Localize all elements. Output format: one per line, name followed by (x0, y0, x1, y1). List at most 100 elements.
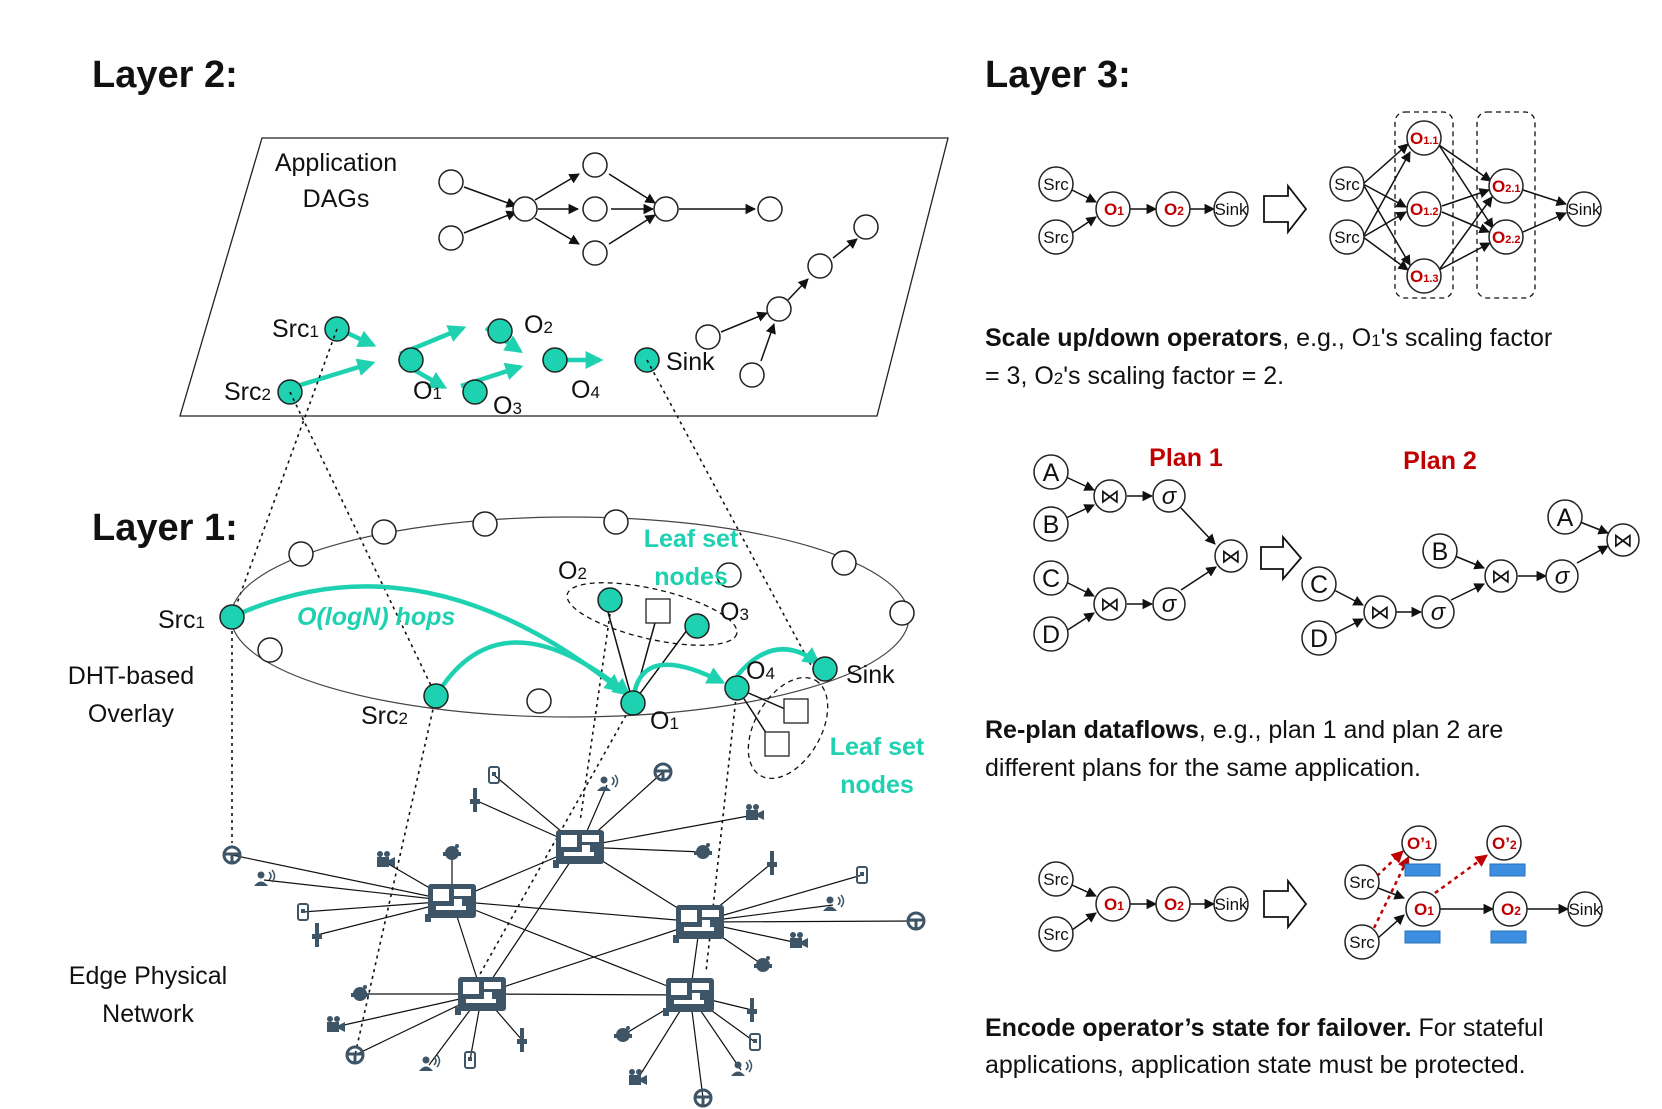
scale-o2-label: O (1164, 200, 1177, 219)
svg-text:O4: O4 (746, 657, 775, 685)
phone-icon (464, 1051, 476, 1069)
scale-o22-sub: 2.2 (1505, 234, 1520, 246)
svg-text:O’1: O’1 (1407, 834, 1432, 853)
failover-o1-label: O (1104, 895, 1117, 914)
plan1-b-label: B (1043, 511, 1060, 539)
svg-text:= 3, O2's scaling factor = 2.: = 3, O2's scaling factor = 2. (985, 362, 1284, 390)
join-symbol: ⋈ (1613, 530, 1633, 552)
svg-text:O2: O2 (1501, 900, 1521, 919)
svg-text:O2: O2 (524, 311, 553, 339)
background-dag-1 (438, 152, 783, 266)
scale-caption-text: , e.g., O (1282, 324, 1371, 352)
sigma-symbol: σ (1431, 599, 1447, 626)
failover-after-o1-sub: 1 (1427, 904, 1434, 918)
gateway-device-icon (455, 977, 506, 1015)
l1-o2-label: O (558, 557, 577, 585)
failover-after-o2-label: O (1501, 900, 1514, 919)
scale-o13-label: O (1410, 267, 1423, 286)
transform-arrow-icon (1260, 534, 1303, 582)
scale-caption-sub: 1 (1371, 331, 1380, 350)
sensor-icon (470, 788, 480, 812)
video-camera-icon (629, 1069, 647, 1085)
svg-text:O1: O1 (650, 707, 679, 735)
l1-o1-label: O (650, 707, 669, 735)
l1-sink-label: Sink (846, 661, 895, 689)
failover-o2-sub: 2 (1177, 899, 1184, 913)
join-symbol: ⋈ (1100, 594, 1120, 616)
scale-o22-label: O (1492, 228, 1505, 247)
svg-text:O4: O4 (571, 376, 600, 404)
transform-arrow-icon (1263, 183, 1308, 235)
edge-network-devices (222, 762, 926, 1108)
dome-camera-icon (351, 985, 369, 1001)
sigma-symbol: σ (1162, 483, 1178, 510)
leaf-set-o4 (747, 676, 829, 780)
l1-o4-label: O (746, 657, 765, 685)
failover-after-o2-sub: 2 (1514, 904, 1521, 918)
leaf-links (607, 598, 809, 757)
svg-text:O2: O2 (558, 557, 587, 585)
plan2-graph (1301, 499, 1640, 656)
l1-o3-sub: 3 (739, 605, 748, 624)
app-dags-label-line2: DAGs (303, 185, 370, 213)
app-dags-label-line1: Application (275, 149, 397, 177)
scale-caption-text: 's scaling factor (1381, 324, 1553, 352)
l2-o4-label: O (571, 376, 590, 404)
dome-camera-icon (754, 956, 772, 972)
plan2-b-label: B (1432, 538, 1449, 566)
scale-caption-bold: Scale up/down operators (985, 324, 1282, 352)
scale-o11-label: O (1410, 129, 1423, 148)
scale-src-label: Src (1043, 228, 1069, 247)
gateway-device-icon (673, 905, 724, 943)
replan-caption-line2: different plans for the same application… (985, 754, 1421, 782)
l1-o2-sub: 2 (577, 564, 586, 583)
l2-src1-label: Src (272, 315, 310, 343)
scale-o12-label: O (1410, 200, 1423, 219)
hops-label: O(logN) hops (297, 603, 455, 631)
dome-camera-icon (694, 843, 712, 859)
failover-after-graph (1344, 825, 1603, 960)
dome-camera-icon (614, 1026, 632, 1042)
l1-o3-label: O (720, 598, 739, 626)
ring-nodes (257, 509, 915, 714)
plan2-d-label: D (1310, 625, 1328, 653)
layer1-heading: Layer 1: (92, 507, 238, 549)
sensor-icon (747, 998, 757, 1022)
scale-o1-label: O (1104, 200, 1117, 219)
dome-camera-icon (443, 844, 461, 860)
person-signal-icon (822, 894, 845, 912)
layer2-heading: Layer 2: (92, 54, 238, 96)
plan1-c-label: C (1042, 565, 1060, 593)
replan-caption-text: , e.g., plan 1 and plan 2 are (1199, 716, 1503, 744)
l2-o1-sub: 1 (432, 384, 441, 403)
l2-o4-sub: 4 (590, 383, 599, 402)
l2-o3-label: O (493, 392, 512, 420)
failover-before-graph (1038, 861, 1249, 952)
failover-caption-text: For stateful (1412, 1014, 1544, 1042)
sigma-symbol: σ (1555, 563, 1571, 590)
scale-before-graph (1038, 166, 1249, 255)
background-dag-2 (695, 214, 879, 388)
l2-o2-label: O (524, 311, 543, 339)
join-symbol: ⋈ (1221, 546, 1241, 568)
scale-o21-sub: 2.1 (1505, 183, 1520, 195)
scale-src-label: Src (1043, 175, 1069, 194)
failover-o1-replica-label: O’ (1407, 834, 1425, 853)
failover-o1-replica-sub: 1 (1425, 838, 1432, 852)
join-symbol: ⋈ (1491, 566, 1511, 588)
failover-sink-label: Sink (1214, 895, 1248, 914)
overlay-routes (231, 584, 821, 701)
svg-text:O1: O1 (413, 377, 442, 405)
steering-wheel-icon (906, 911, 926, 931)
scale-src-label: Src (1334, 228, 1360, 247)
svg-text:O2: O2 (1164, 895, 1184, 914)
failover-after-o1-label: O (1414, 900, 1427, 919)
join-symbol: ⋈ (1100, 486, 1120, 508)
scale-caption-line2: = 3, O (985, 362, 1054, 390)
leaf-set-label-1-line1: Leaf set (644, 525, 739, 553)
phone-icon (856, 866, 868, 884)
video-camera-icon (327, 1016, 345, 1032)
svg-text:O2.2: O2.2 (1492, 228, 1521, 247)
svg-text:O1: O1 (1414, 900, 1434, 919)
